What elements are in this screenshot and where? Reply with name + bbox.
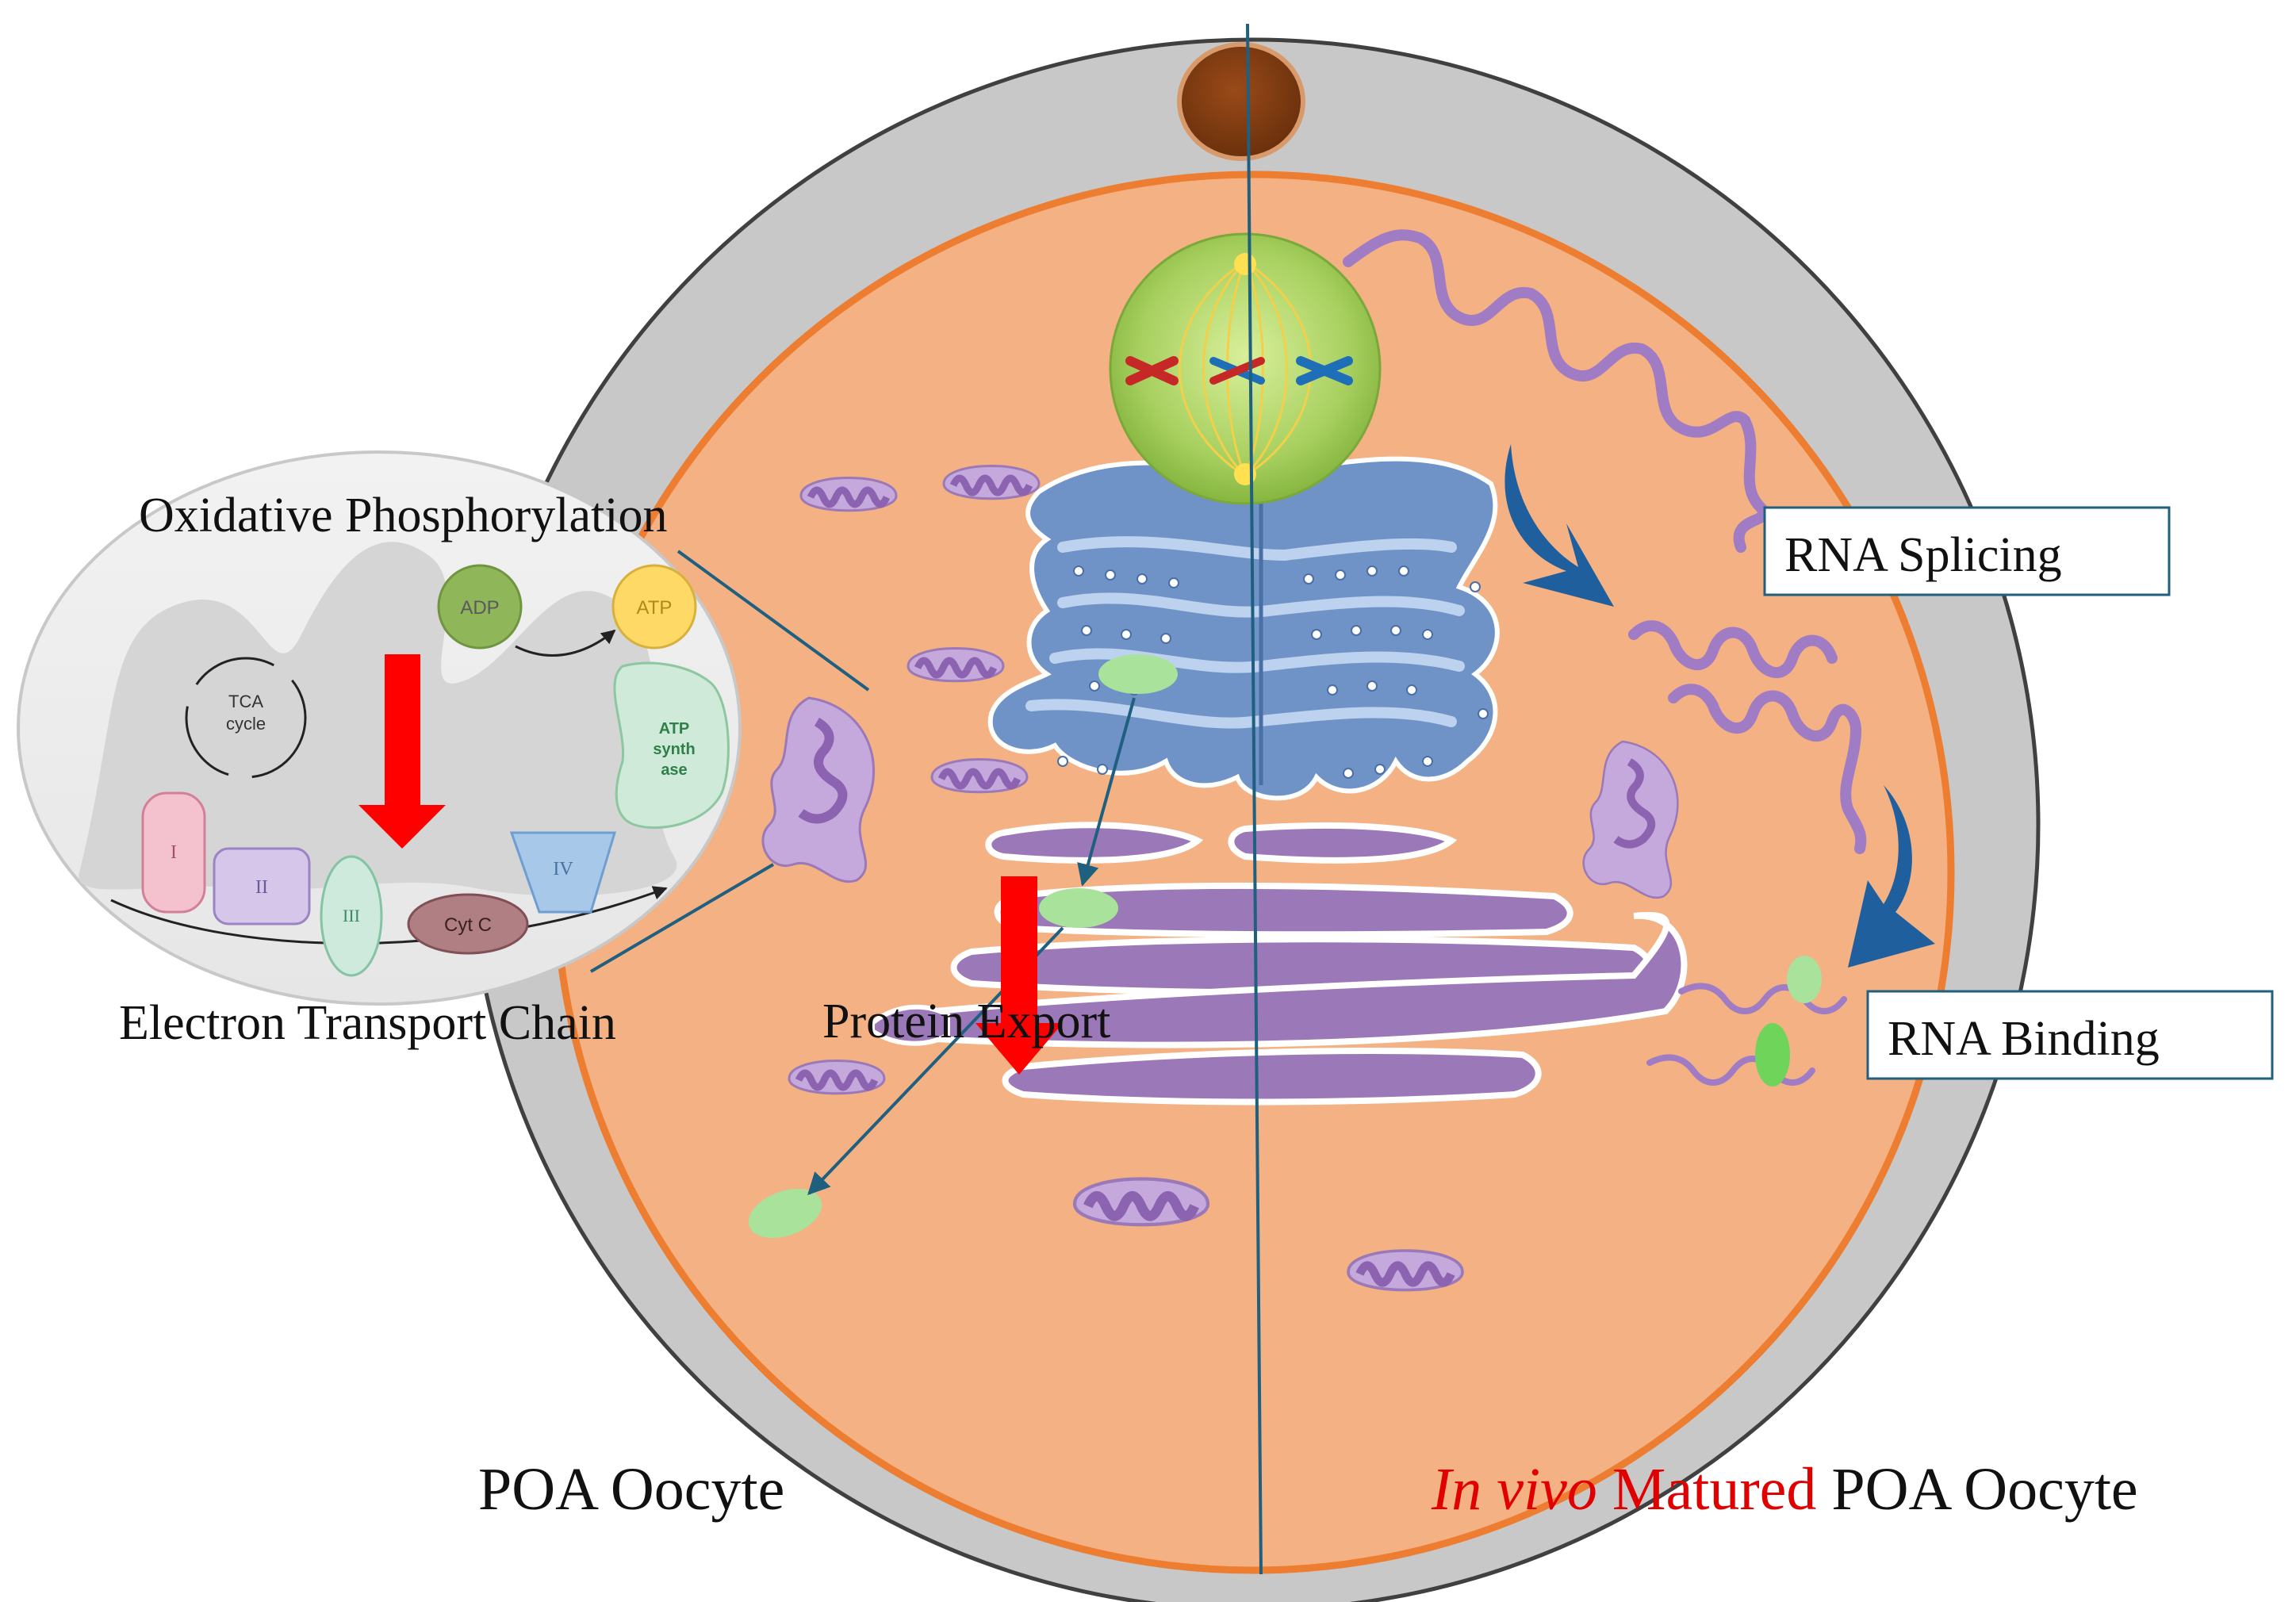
- in-vivo-text: In vivo: [1431, 1456, 1597, 1523]
- rna-binding-label: RNA Binding: [1888, 1012, 2160, 1066]
- complex-1-label: I: [171, 842, 177, 863]
- secretory-vesicle: [1039, 888, 1118, 928]
- mitochondrion: [932, 760, 1027, 792]
- meiotic-spindle: [1110, 234, 1380, 504]
- mitochondrion: [789, 1061, 884, 1094]
- tca-label-2: cycle: [226, 714, 266, 734]
- mitochondrion: [1075, 1179, 1208, 1225]
- poa-oocyte-text: POA Oocyte: [1816, 1456, 2137, 1523]
- poa-oocyte-caption: POA Oocyte: [478, 1456, 784, 1523]
- oxphos-label: Oxidative Phosphorylation: [139, 489, 667, 542]
- secretory-vesicle: [1098, 654, 1178, 694]
- endoplasmic-reticulum: [991, 459, 1497, 799]
- atp-synthase-label-2: synth: [653, 741, 695, 758]
- in-vivo-matured-caption: In vivo Matured POA Oocyte: [1431, 1456, 2138, 1523]
- matured-text: Matured: [1597, 1456, 1816, 1523]
- complex-2-label: II: [255, 877, 268, 898]
- adp-label: ADP: [460, 597, 499, 619]
- rna-binding-protein: [1787, 956, 1822, 1003]
- tca-label-1: TCA: [228, 692, 263, 711]
- etc-label: Electron Transport Chain: [119, 996, 616, 1050]
- protein-export-label: Protein Export: [822, 995, 1110, 1048]
- rna-splicing-label: RNA Splicing: [1784, 528, 2062, 582]
- mitochondrion: [801, 478, 896, 511]
- atp-label: ATP: [637, 597, 673, 619]
- complex-4-label: IV: [553, 859, 573, 880]
- mitochondrion: [1348, 1251, 1462, 1290]
- polar-body: [1179, 44, 1303, 159]
- mitochondrion: [944, 466, 1039, 499]
- cyt-c-label: Cyt C: [444, 914, 492, 936]
- complex-3-label: III: [343, 906, 360, 926]
- mitochondrion: [908, 649, 1003, 681]
- atp-synthase-label-3: ase: [661, 761, 687, 779]
- atp-synthase-label-1: ATP: [659, 720, 690, 738]
- rna-binding-protein: [1755, 1023, 1790, 1087]
